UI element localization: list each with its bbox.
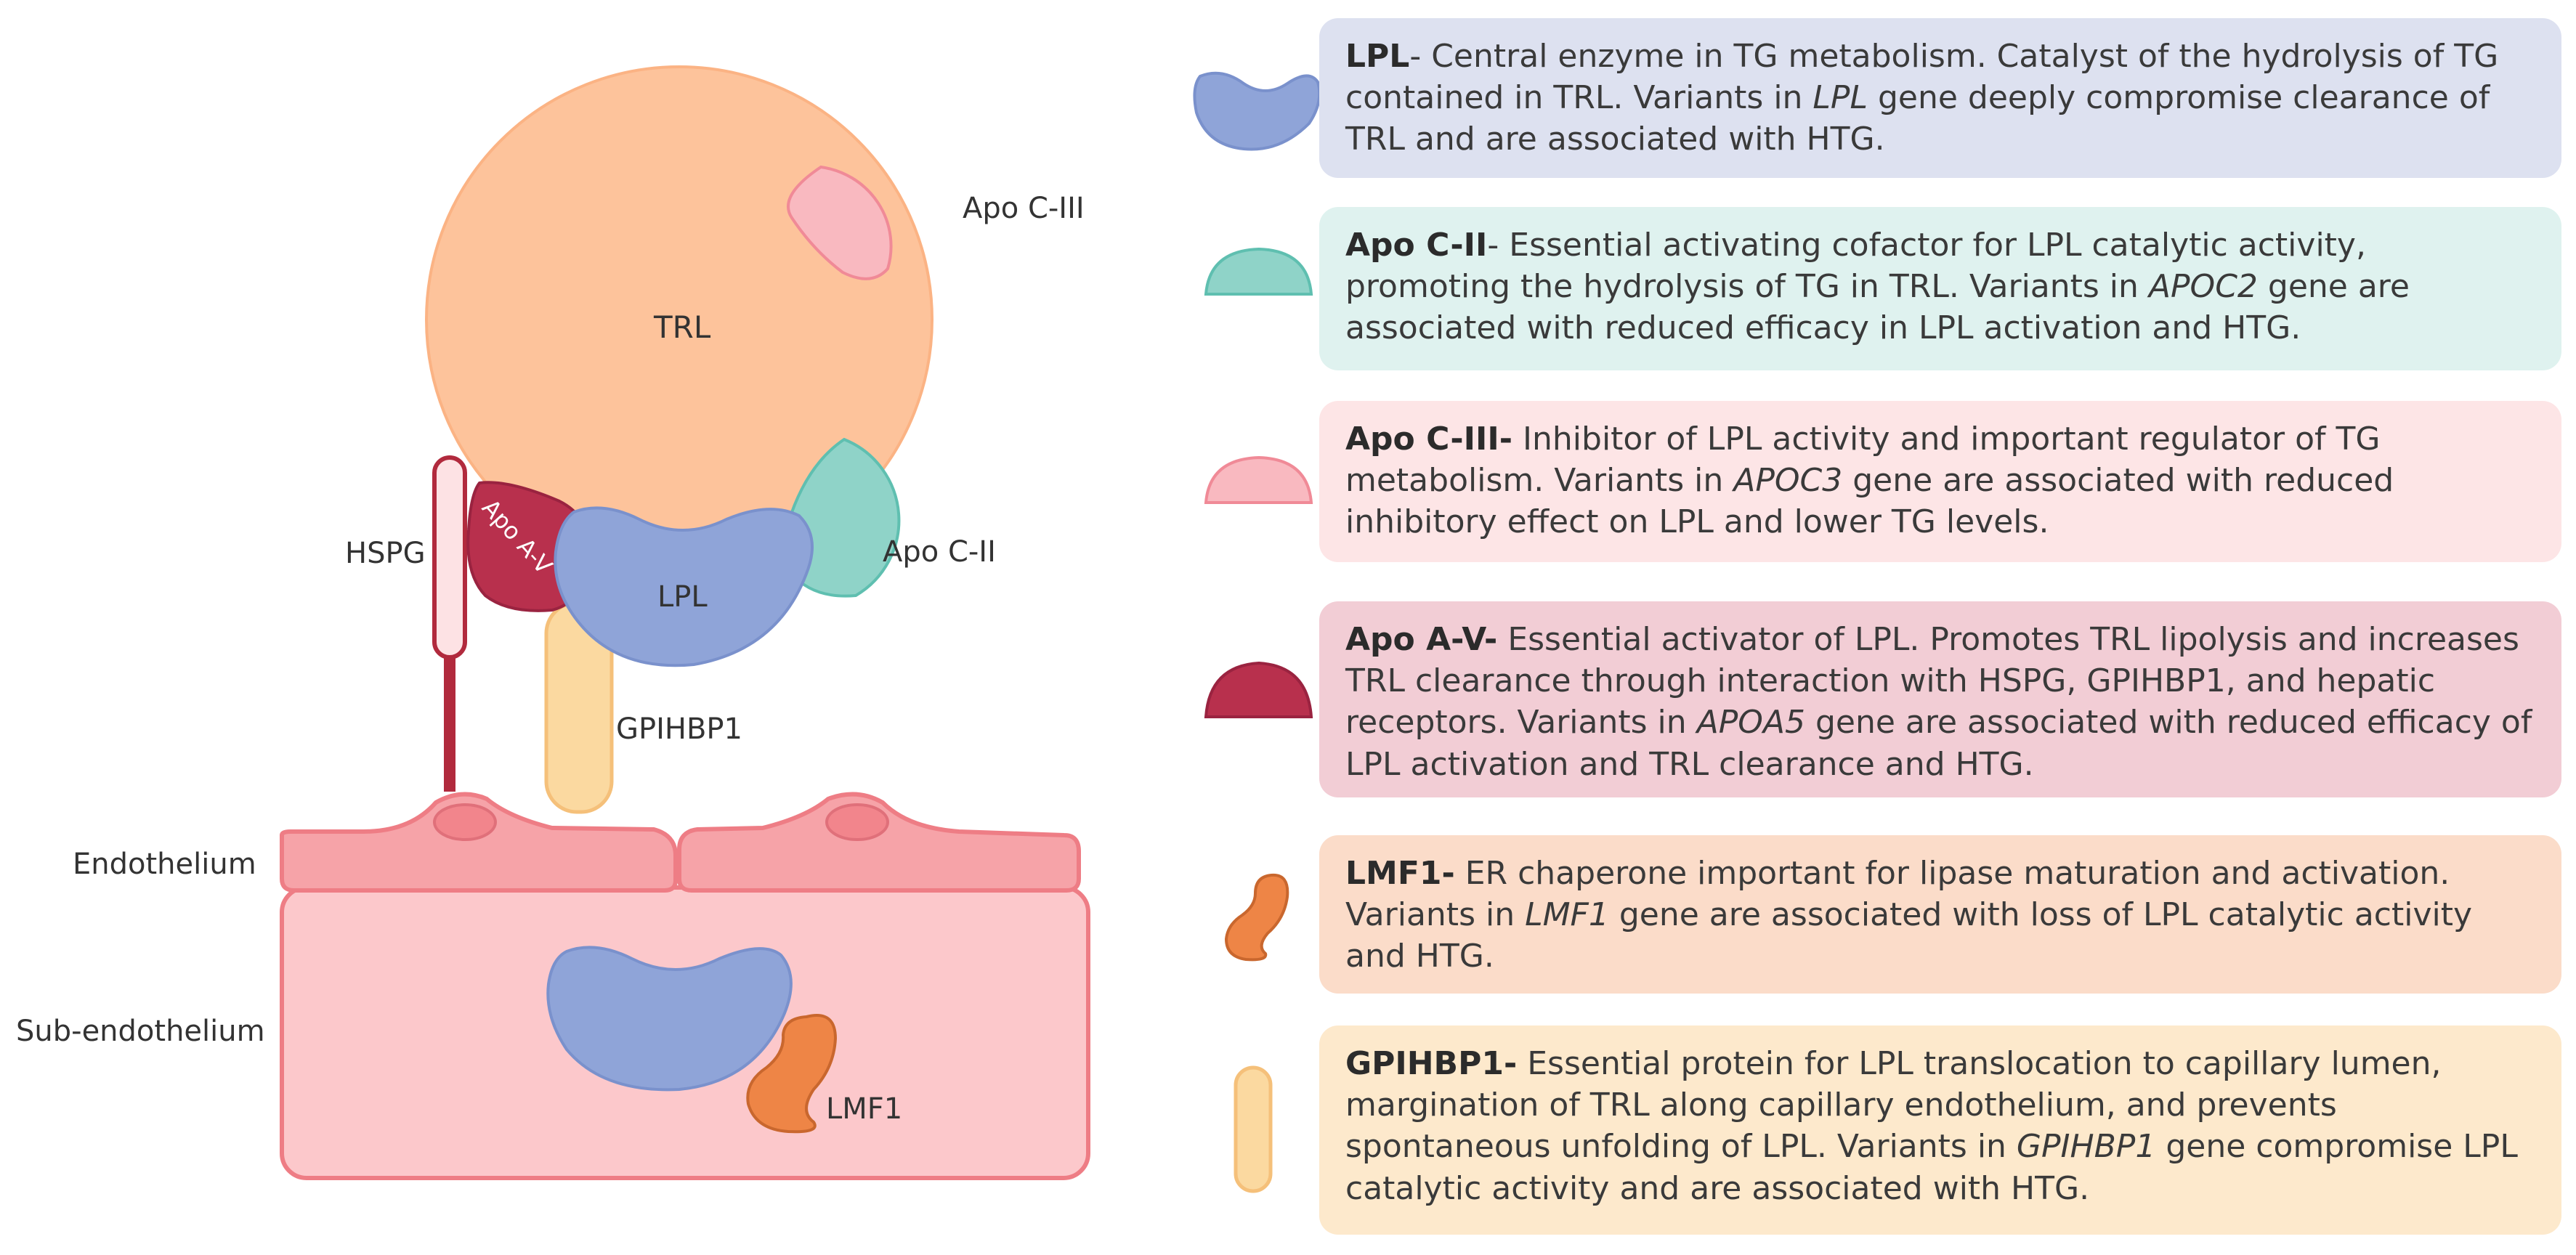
- legend-description: Inhibitor of LPL activity and important …: [1345, 421, 2381, 500]
- legend-description: gene compromise LPL catalytic activity a…: [1345, 1128, 2518, 1207]
- lpl-molecule: [554, 506, 814, 667]
- lpl-label: LPL: [657, 580, 708, 614]
- legend-card-lmf1: LMF1- ER chaperone important for lipase …: [1319, 835, 2561, 994]
- lmf1-icon: [1224, 873, 1289, 962]
- legend-card-lpl: LPL- Central enzyme in TG metabolism. Ca…: [1319, 18, 2561, 178]
- legend-term: Apo C-III-: [1345, 421, 1513, 458]
- legend-gene-name: APOC3: [1733, 462, 1843, 500]
- lmf1-label: LMF1: [826, 1092, 902, 1126]
- legend-description: Essential protein for LPL translocation …: [1345, 1045, 2442, 1166]
- gpihbp1-icon: [1234, 1065, 1273, 1193]
- endothelium-cell-right: [677, 792, 1081, 893]
- legend-description: gene are associated with loss of LPL cat…: [1345, 896, 2473, 975]
- legend-term: LPL: [1345, 38, 1410, 75]
- endothelium-cell-left: [280, 792, 678, 893]
- legend-term: Apo A-V-: [1345, 621, 1498, 658]
- legend-description: Central enzyme in TG metabolism. Catalys…: [1345, 38, 2499, 117]
- legend-description: gene deeply compromise clearance of TRL …: [1345, 79, 2490, 158]
- hspg-stalk: [444, 654, 455, 792]
- gpihbp1-label: GPIHBP1: [616, 712, 742, 746]
- legend-gene-name: LMF1: [1525, 896, 1609, 934]
- lpl-icon: [1193, 71, 1321, 151]
- hspg-label: HSPG: [345, 537, 426, 570]
- legend-card-apoc2: Apo C-II- Essential activating cofactor …: [1319, 207, 2561, 370]
- nucleus-left: [433, 803, 497, 841]
- legend-dash: -: [1487, 227, 1499, 264]
- lpl-molecule-subendothelium: [546, 946, 793, 1092]
- legend-description: gene are associated with reduced efficac…: [1345, 704, 2532, 783]
- apoc2-label: Apo C-II: [883, 535, 996, 569]
- trl-label: TRL: [653, 309, 711, 345]
- legend-gene-name: APOC2: [2148, 268, 2258, 306]
- apoc2-icon: [1204, 247, 1313, 296]
- legend-term: GPIHBP1-: [1345, 1045, 1518, 1082]
- hspg-molecule: [432, 455, 467, 659]
- legend-term: Apo C-II: [1345, 227, 1488, 264]
- legend-gene-name: APOA5: [1696, 704, 1805, 742]
- sub-endothelium-label: Sub-endothelium: [16, 1015, 265, 1048]
- apoa5-icon: [1204, 661, 1313, 718]
- legend-term: LMF1-: [1345, 855, 1455, 892]
- lipolysis-diagram: TRL Apo C-III Apo C-II Apo A-V LPL HSPG …: [16, 65, 1090, 1180]
- lmf1-molecule: [746, 1014, 838, 1134]
- legend-description: ER chaperone important for lipase matura…: [1345, 855, 2450, 934]
- apoc3-molecule: [787, 165, 893, 280]
- endothelium-label: Endothelium: [73, 848, 256, 881]
- legend-description: gene are associated with reduced efficac…: [1345, 268, 2410, 347]
- legend-description: Essential activator of LPL. Promotes TRL…: [1345, 621, 2519, 742]
- legend-gene-name: LPL: [1812, 79, 1868, 117]
- legend-description: Essential activating cofactor for LPL ca…: [1345, 227, 2366, 306]
- legend-card-apoa5: Apo A-V- Essential activator of LPL. Pro…: [1319, 601, 2561, 797]
- legend-dash: -: [1409, 38, 1422, 75]
- legend-card-gpihbp1: GPIHBP1- Essential protein for LPL trans…: [1319, 1025, 2561, 1235]
- nucleus-right: [825, 803, 889, 841]
- legend-gene-name: GPIHBP1: [2016, 1128, 2156, 1166]
- apoc3-icon: [1204, 455, 1313, 504]
- apoc3-label: Apo C-III: [963, 192, 1085, 225]
- legend-description: gene are associated with reduced inhibit…: [1345, 462, 2394, 541]
- legend-card-apoc3: Apo C-III- Inhibitor of LPL activity and…: [1319, 401, 2561, 562]
